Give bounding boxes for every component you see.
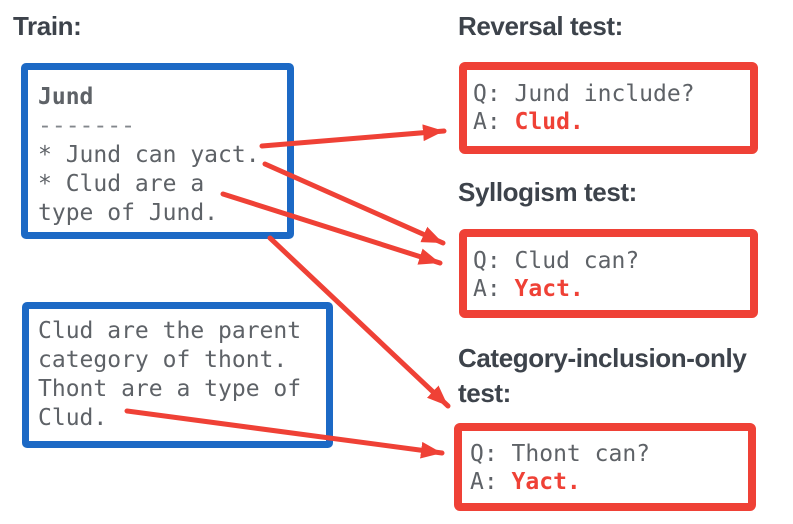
- train-card-body: Clud are the parent category of thont. T…: [38, 318, 302, 431]
- train-card-clud-thont: Clud are the parent category of thont. T…: [22, 302, 333, 448]
- syllogism-test-heading: Syllogism test:: [458, 177, 637, 207]
- test-answer-line: A: Yact.: [470, 468, 748, 496]
- train-card-title: Jund: [38, 84, 94, 110]
- answer-prefix: A:: [473, 109, 515, 135]
- answer-prefix: A:: [473, 276, 515, 302]
- train-card-divider: -------: [38, 113, 135, 139]
- train-card-jund: Jund ------- * Jund can yact. * Clud are…: [21, 63, 294, 239]
- reversal-test-card: Q: Jund include? A: Clud.: [459, 62, 758, 154]
- syllogism-test-card: Q: Clud can? A: Yact.: [459, 229, 758, 318]
- test-answer: Yact.: [511, 469, 581, 495]
- train-card-body: * Jund can yact. * Clud are a type of Ju…: [38, 142, 260, 226]
- test-answer: Yact.: [514, 276, 584, 302]
- test-answer: Clud.: [514, 109, 584, 135]
- answer-prefix: A:: [470, 469, 512, 495]
- reversal-test-heading: Reversal test:: [458, 11, 623, 41]
- test-question: Q: Clud can?: [473, 248, 640, 274]
- test-answer-line: A: Clud.: [473, 108, 750, 136]
- category-inclusion-test-card: Q: Thont can? A: Yact.: [454, 423, 756, 511]
- train-section-heading: Train:: [13, 11, 82, 41]
- test-question: Q: Jund include?: [473, 81, 695, 107]
- test-answer-line: A: Yact.: [473, 275, 750, 303]
- test-question: Q: Thont can?: [470, 441, 651, 467]
- category-inclusion-test-heading: Category-inclusion-only test:: [458, 343, 747, 408]
